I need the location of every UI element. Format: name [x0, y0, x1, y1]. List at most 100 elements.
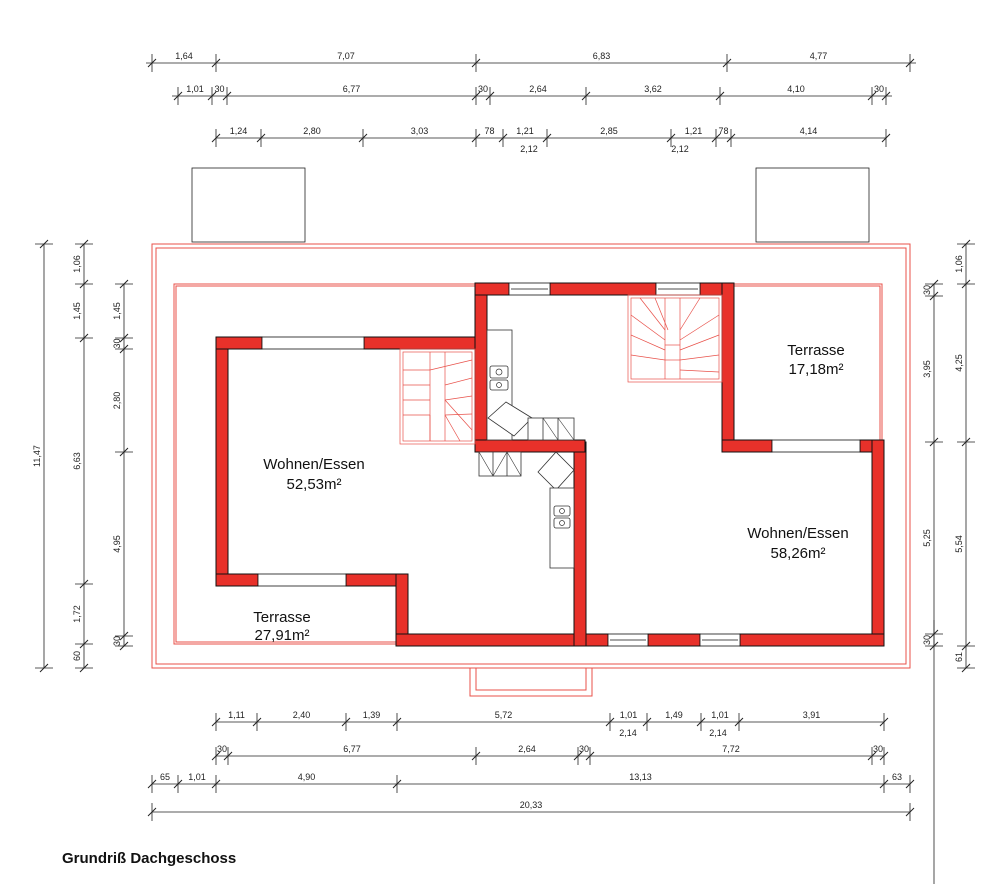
dimension-tick: [79, 239, 89, 249]
dimension-tick: [211, 58, 221, 68]
dimension-label: 5,72: [495, 710, 513, 720]
dimension-tick: [207, 91, 217, 101]
dimension-label: 4,25: [954, 354, 964, 372]
dimension-tick: [471, 91, 481, 101]
dimension-tick: [879, 751, 889, 761]
dimension-tick: [358, 133, 368, 143]
dimension-label: 1,06: [72, 255, 82, 273]
dimension-tick: [726, 133, 736, 143]
dimension-tick: [715, 91, 725, 101]
kitchen-upper: [486, 329, 575, 441]
dimension-label: 78: [484, 126, 494, 136]
staircase-right: [627, 294, 723, 383]
dimension-tick: [119, 279, 129, 289]
dimension-tick: [79, 333, 89, 343]
staircase-left: [399, 348, 476, 445]
drawing-title: Grundriß Dachgeschoss: [62, 850, 236, 867]
dimension-label: 4,90: [298, 772, 316, 782]
dimension-label: 30: [112, 636, 122, 646]
dimension-tick: [879, 779, 889, 789]
dimension-label: 30: [922, 285, 932, 295]
dimension-label: 3,91: [803, 710, 821, 720]
dimension-label: 1,11: [228, 710, 245, 720]
dimension-label: 6,83: [593, 51, 611, 61]
dimension-tick: [256, 133, 266, 143]
dimension-label: 7,07: [337, 51, 355, 61]
dimension-tick: [711, 133, 721, 143]
dimension-tick: [119, 333, 129, 343]
dimension-tick: [905, 779, 915, 789]
dimension-tick: [211, 133, 221, 143]
dimension-label: 3,03: [411, 126, 429, 136]
dimension-tick: [734, 717, 744, 727]
dimension-tick: [881, 91, 891, 101]
dimension-label: 30: [217, 744, 227, 754]
dimension-label: 30: [873, 744, 883, 754]
dimension-label: 30: [214, 84, 224, 94]
dimension-tick: [573, 751, 583, 761]
chimney-left: [191, 167, 306, 243]
dimension-tick: [929, 437, 939, 447]
dimension-label: 1,64: [175, 51, 193, 61]
dimension-label: 1,49: [665, 710, 683, 720]
dimension-tick: [147, 807, 157, 817]
dimension-label: 6,77: [343, 84, 361, 94]
dimension-label: 2,80: [112, 392, 122, 410]
dimension-tick: [867, 751, 877, 761]
dimension-label: 2,40: [293, 710, 311, 720]
dimension-label: 1,01: [186, 84, 204, 94]
kitchen-lower: [478, 451, 575, 569]
dimension-label: 63: [892, 772, 902, 782]
dimension-tick: [961, 437, 971, 447]
dimension-tick: [581, 91, 591, 101]
dimension-sub-label: 2,14: [709, 728, 727, 738]
dimension-label: 2,64: [529, 84, 547, 94]
dimension-tick: [471, 133, 481, 143]
dimension-tick: [498, 133, 508, 143]
walls: [215, 282, 885, 647]
dimension-label: 4,95: [112, 535, 122, 553]
dimension-label: 6,77: [343, 744, 361, 754]
dimension-label: 4,77: [810, 51, 828, 61]
dimension-tick: [222, 91, 232, 101]
dimension-tick: [961, 663, 971, 673]
dimension-tick: [173, 91, 183, 101]
room-name-terrasse-right: Terrasse: [787, 342, 845, 359]
dimension-label: 2,64: [518, 744, 536, 754]
dimension-label: 5,54: [954, 535, 964, 553]
dimension-label: 1,45: [112, 302, 122, 320]
dimension-tick: [961, 239, 971, 249]
dimension-tick: [642, 717, 652, 727]
dimension-label: 3,62: [644, 84, 662, 94]
room-area-terrasse-left: 27,91m²: [254, 627, 309, 644]
dimension-tick: [147, 779, 157, 789]
dimension-tick: [119, 447, 129, 457]
dimension-tick: [471, 751, 481, 761]
dimension-label: 30: [922, 635, 932, 645]
dimension-tick: [392, 717, 402, 727]
dimension-tick: [961, 641, 971, 651]
dimension-label: 5,25: [922, 529, 932, 547]
dimension-tick: [392, 779, 402, 789]
dimension-label: 1,24: [230, 126, 248, 136]
dimension-tick: [879, 717, 889, 727]
dimension-tick: [79, 279, 89, 289]
dimension-label: 30: [478, 84, 488, 94]
dimension-label: 1,72: [72, 605, 82, 623]
dimension-tick: [961, 279, 971, 289]
dimension-tick: [147, 58, 157, 68]
dimension-label: 61: [954, 652, 964, 662]
dimension-tick: [542, 133, 552, 143]
windows: [257, 282, 861, 647]
room-name-wohnen-left: Wohnen/Essen: [263, 456, 364, 473]
dimension-label: 30: [874, 84, 884, 94]
dimension-tick: [79, 663, 89, 673]
dimension-tick: [39, 239, 49, 249]
dimension-label: 4,14: [800, 126, 818, 136]
dimension-tick: [696, 717, 706, 727]
dimension-label: 1,21: [516, 126, 534, 136]
dimension-label: 1,45: [72, 302, 82, 320]
dimension-tick: [905, 58, 915, 68]
